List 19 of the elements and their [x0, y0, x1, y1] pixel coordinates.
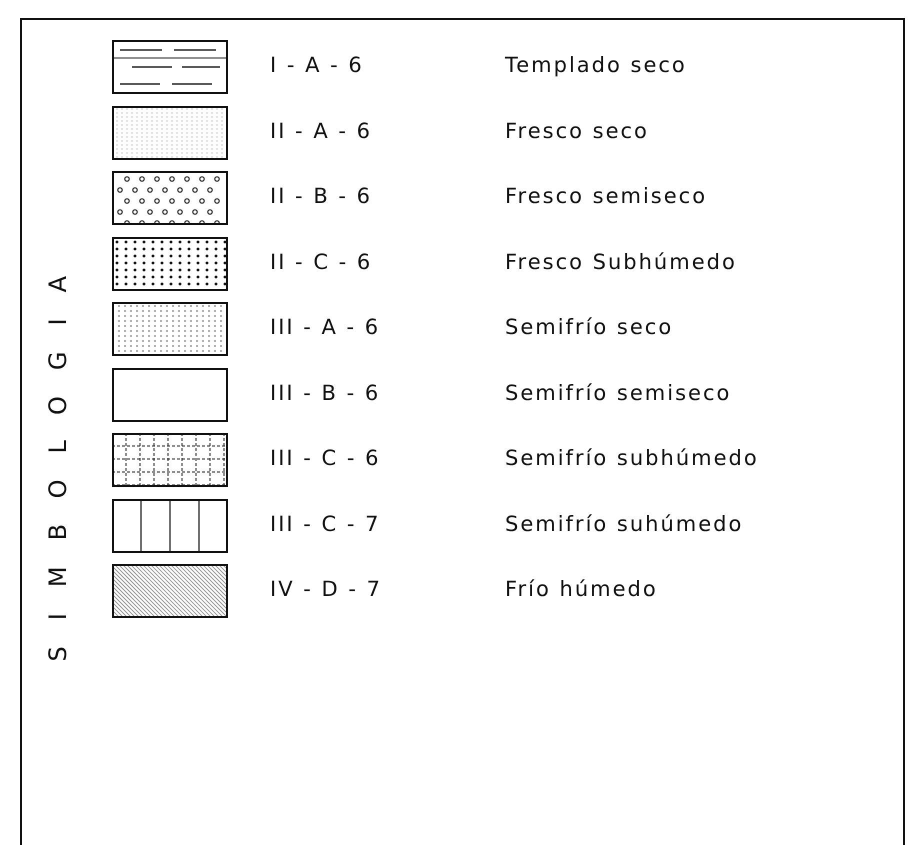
symbol-code: I - A - 6 — [270, 53, 364, 77]
legend-text: Frío húmedo — [505, 577, 658, 601]
symbol-code: II - A - 6 — [270, 118, 372, 142]
symbol-code: II - C - 6 — [270, 250, 372, 274]
legend-text: Semifrío subhúmedo — [505, 446, 759, 470]
symbol-code: IV - D - 7 — [270, 577, 382, 601]
legend-text: Fresco Subhúmedo — [505, 250, 737, 274]
symbol-code: III - C - 7 — [270, 512, 380, 536]
legend-text: Semifrío semiseco — [505, 380, 732, 404]
legend-text: Semifrío suhúmedo — [505, 512, 744, 536]
legend-text: Templado seco — [505, 53, 687, 77]
symbol-code: III - C - 6 — [270, 446, 380, 470]
legend-text: Semifrío seco — [505, 315, 674, 339]
legend-title: SIMBOLOGIA — [44, 250, 72, 662]
legend-text: Fresco semiseco — [505, 184, 708, 208]
symbol-code: III - B - 6 — [270, 380, 380, 404]
symbol-code: III - A - 6 — [270, 315, 380, 339]
symbol-code: II - B - 6 — [270, 184, 372, 208]
legend-text: Fresco seco — [505, 118, 649, 142]
